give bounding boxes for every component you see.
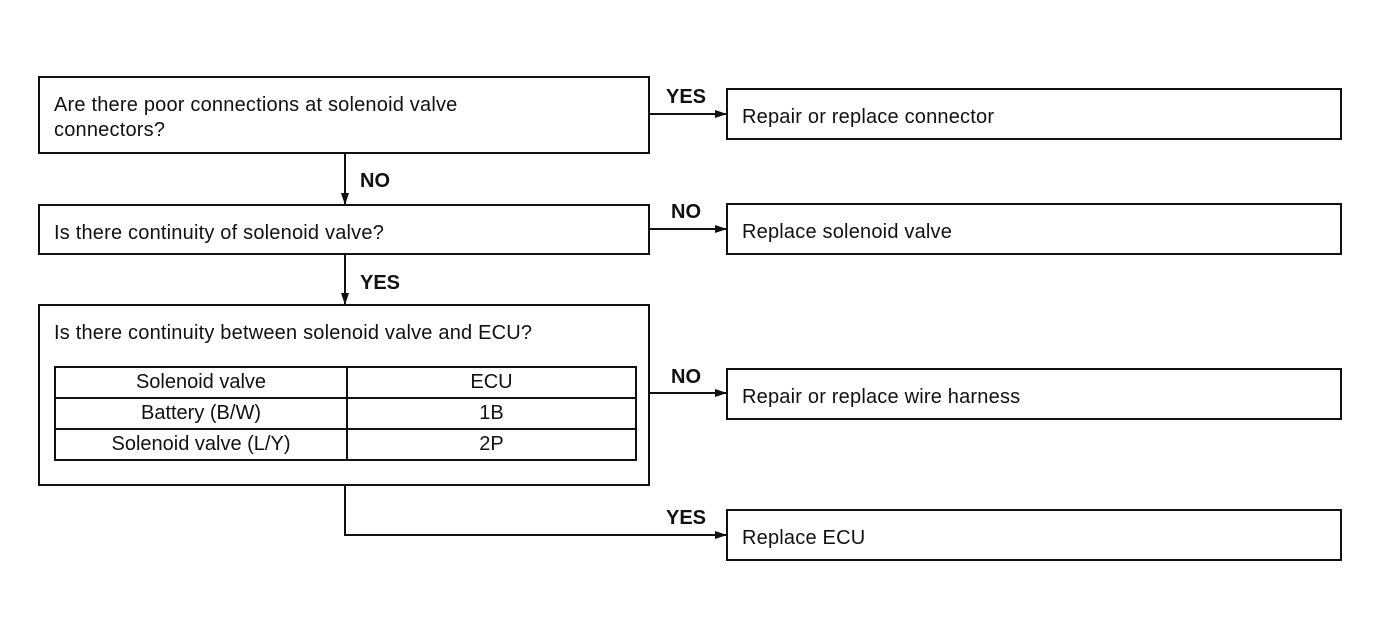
action-box-repair-connector bbox=[726, 88, 1342, 140]
action-box-repair-harness bbox=[726, 368, 1342, 420]
action-repair-connector: Repair or replace connector bbox=[742, 106, 995, 128]
table-header-cell: Solenoid valve bbox=[54, 366, 348, 399]
question-connections-line2: connectors? bbox=[54, 119, 166, 141]
label-q3-no: NO bbox=[671, 366, 701, 388]
connection-table: Solenoid valve ECU Battery (B/W) 1B Sole… bbox=[54, 366, 637, 461]
action-box-replace-valve bbox=[726, 203, 1342, 255]
action-box-replace-ecu bbox=[726, 509, 1342, 561]
table-header-cell: ECU bbox=[346, 366, 637, 399]
action-replace-ecu: Replace ECU bbox=[742, 527, 866, 549]
label-q1-yes: YES bbox=[666, 86, 707, 108]
action-repair-harness: Repair or replace wire harness bbox=[742, 386, 1021, 408]
table-cell: Solenoid valve (L/Y) bbox=[54, 428, 348, 461]
table-row: Solenoid valve (L/Y) 2P bbox=[54, 428, 637, 461]
question-box-connections bbox=[38, 76, 650, 154]
label-q2-no: NO bbox=[671, 201, 701, 223]
table-row: Battery (B/W) 1B bbox=[54, 397, 637, 430]
table-header-row: Solenoid valve ECU bbox=[54, 366, 637, 399]
arrow-q3-yes bbox=[344, 486, 727, 539]
label-q3-yes: YES bbox=[666, 507, 707, 529]
question-continuity-valve: Is there continuity of solenoid valve? bbox=[54, 222, 385, 244]
table-cell: 1B bbox=[346, 397, 637, 430]
table-cell: Battery (B/W) bbox=[54, 397, 348, 430]
question-continuity-ecu: Is there continuity between solenoid val… bbox=[54, 322, 533, 344]
label-q1-no: NO bbox=[360, 170, 390, 192]
question-box-continuity-valve bbox=[38, 204, 650, 255]
label-q2-yes: YES bbox=[360, 272, 401, 294]
question-connections-line1: Are there poor connections at solenoid v… bbox=[54, 94, 458, 116]
action-replace-valve: Replace solenoid valve bbox=[742, 221, 953, 243]
table-cell: 2P bbox=[346, 428, 637, 461]
